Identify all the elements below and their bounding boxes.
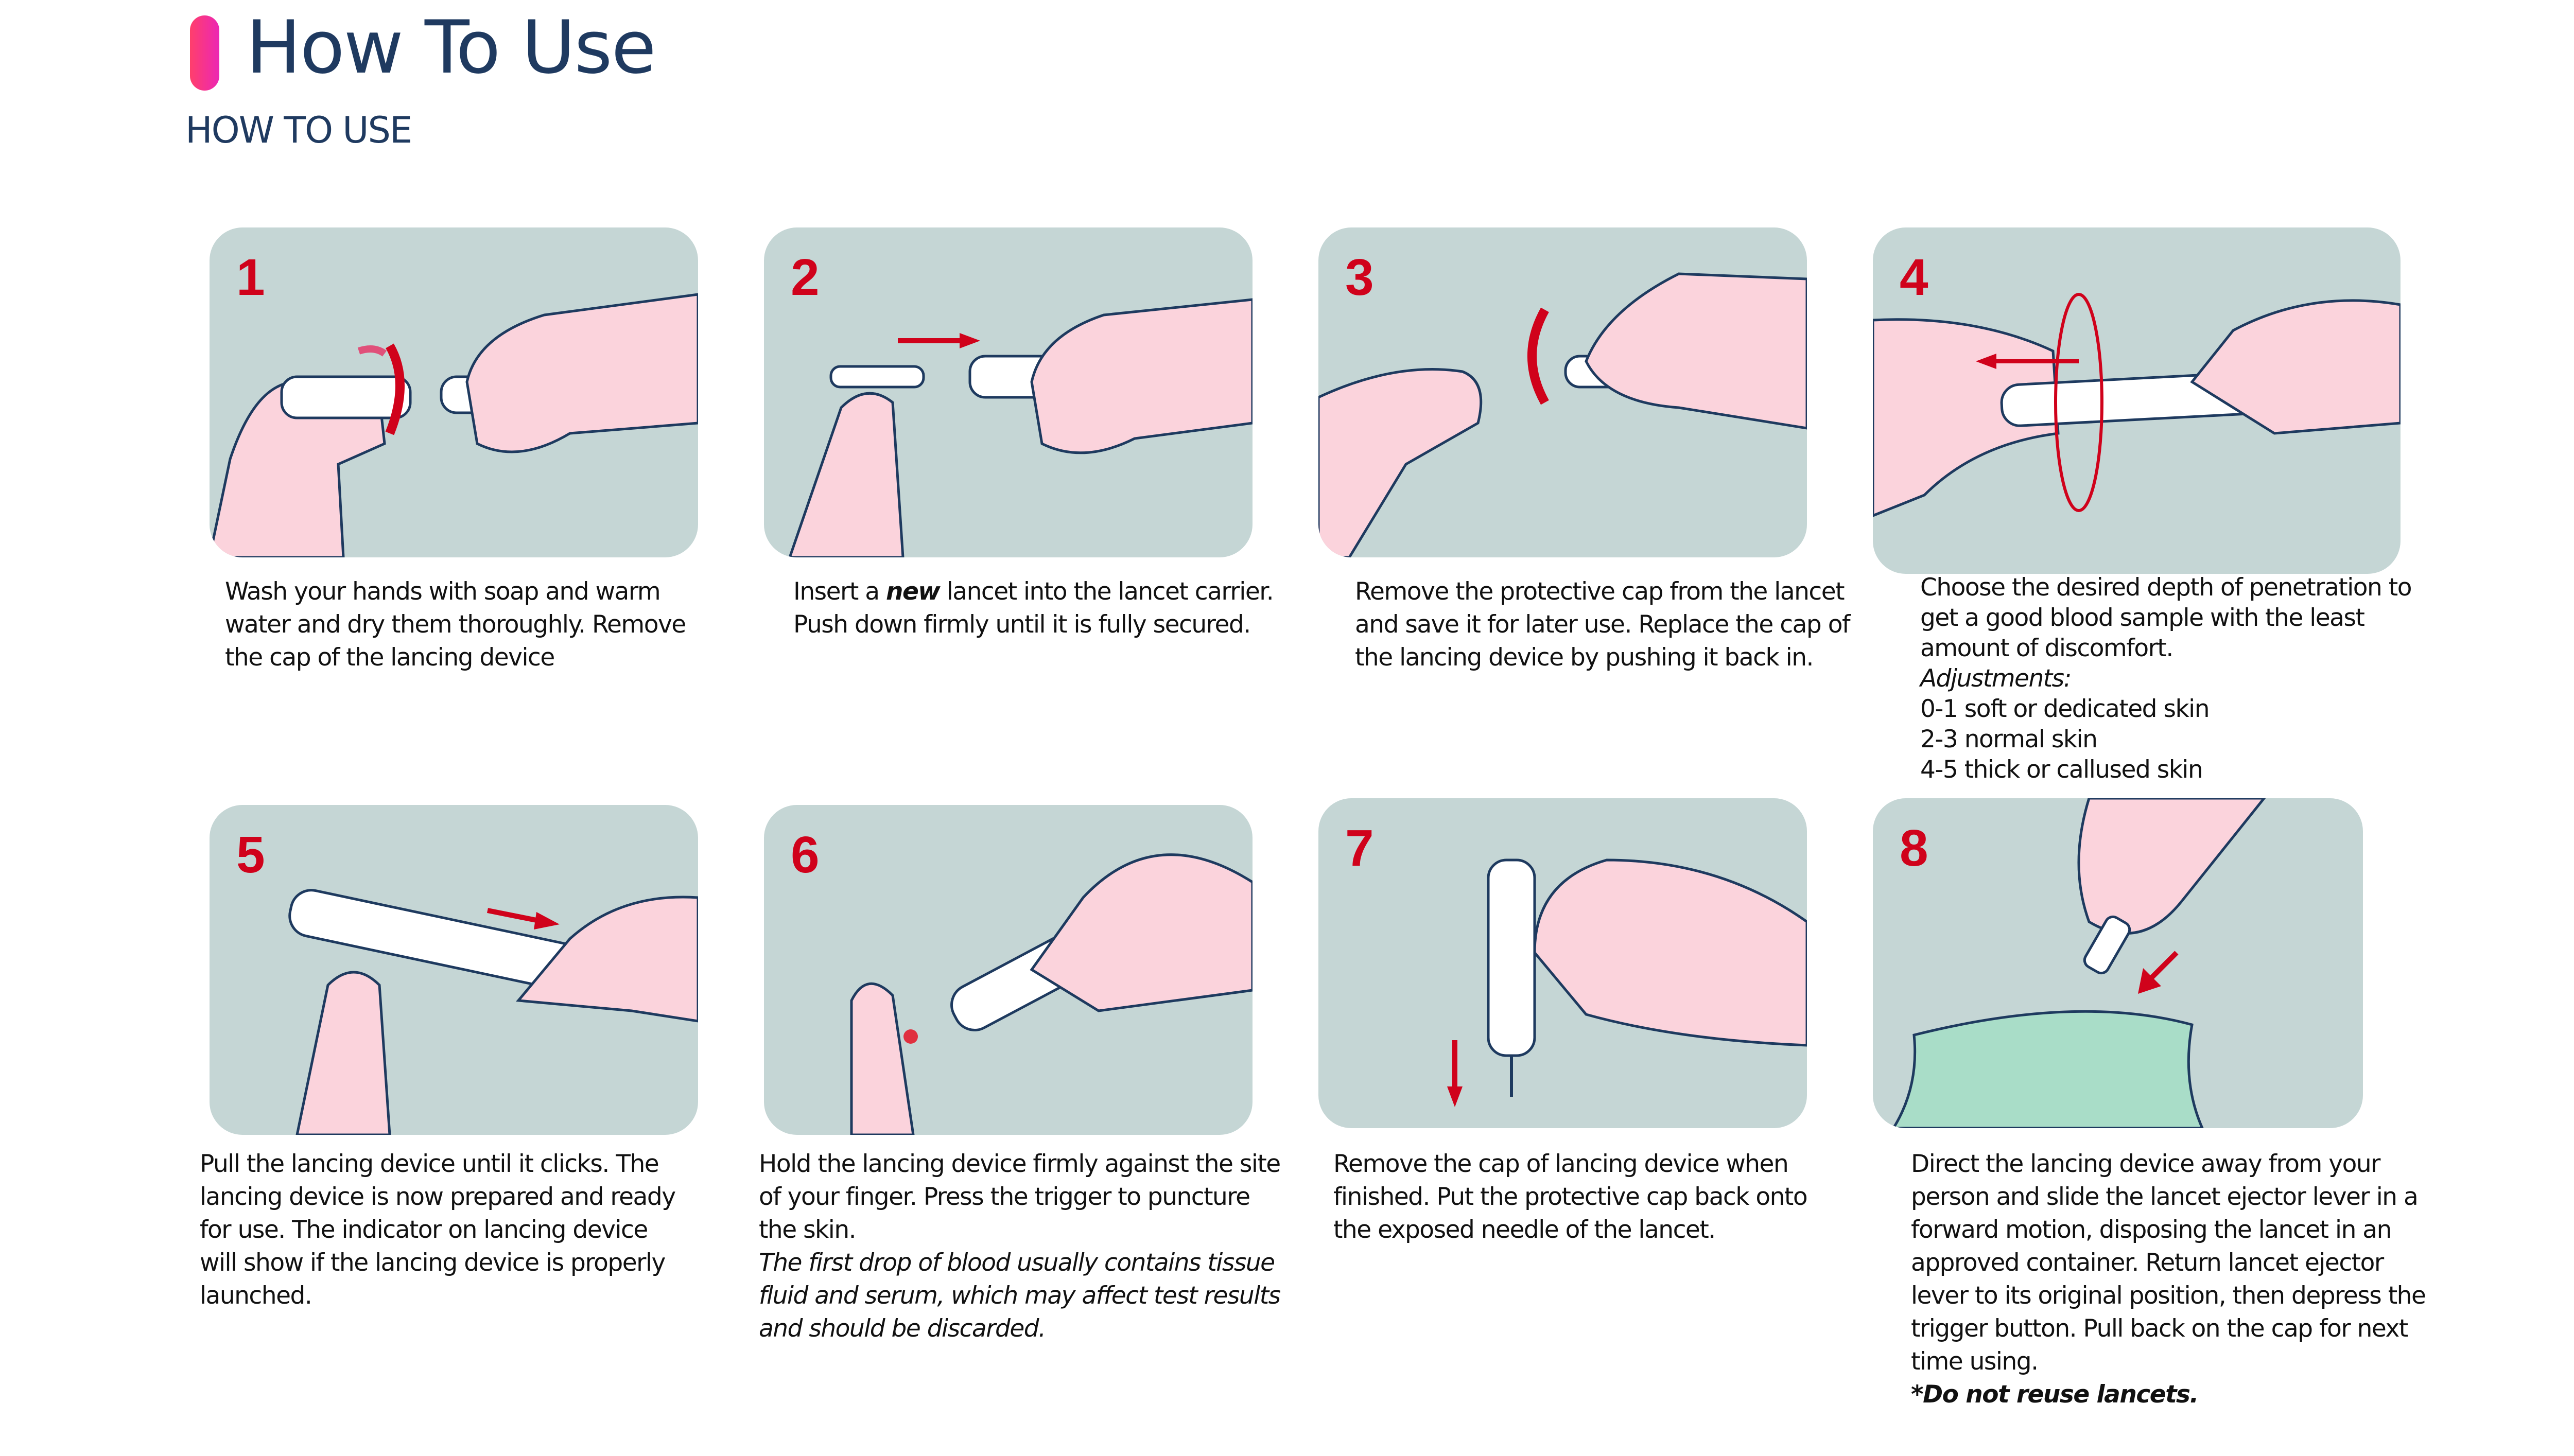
adjustment-item: 2-3 normal skin: [1920, 725, 2098, 753]
hands-removing-lancet-cap-icon: [1318, 272, 1807, 557]
text-line: lever to its original position, then dep…: [1911, 1282, 2426, 1310]
page-subtitle: HOW TO USE: [185, 109, 412, 151]
disposing-lancet-container-icon: [1892, 798, 2266, 1128]
adjustments-label: Adjustments:: [1920, 664, 2072, 693]
step-7-illustration: 7: [1318, 798, 1807, 1128]
text-line: of your finger. Press the trigger to pun…: [759, 1183, 1250, 1211]
text-segment: Insert a: [793, 577, 886, 606]
step-1-description: Wash your hands with soap and warm water…: [225, 575, 686, 674]
step-number: 4: [1900, 249, 1928, 306]
text-line: Wash your hands with soap and warm: [225, 577, 661, 606]
step-4-illustration: 4: [1873, 227, 2401, 574]
hands-adjusting-depth-icon: [1873, 293, 2401, 517]
text-line: get a good blood sample with the least: [1920, 604, 2365, 632]
step-number: 6: [791, 826, 820, 884]
text-line: and save it for later use. Replace the c…: [1355, 610, 1851, 639]
step-3-description: Remove the protective cap from the lance…: [1355, 575, 1851, 674]
step-4-description: Choose the desired depth of penetration …: [1920, 572, 2412, 785]
step-8-illustration: 8: [1873, 798, 2363, 1128]
step-6-description: Hold the lancing device firmly against t…: [759, 1148, 1281, 1345]
adjustment-item: 4-5 thick or callused skin: [1920, 756, 2203, 784]
step-number: 8: [1900, 819, 1928, 877]
text-line: Direct the lancing device away from your: [1911, 1150, 2380, 1178]
text-line: time using.: [1911, 1347, 2039, 1376]
note-line: and should be discarded.: [759, 1314, 1046, 1343]
step-5-description: Pull the lancing device until it clicks.…: [200, 1148, 676, 1312]
emphasis-new: new: [886, 577, 941, 606]
text-line: Push down firmly until it is fully secur…: [793, 610, 1251, 639]
step-number: 1: [236, 249, 265, 306]
text-line: the skin.: [759, 1216, 857, 1244]
note-line: The first drop of blood usually contains…: [759, 1249, 1275, 1277]
page-title: How To Use: [246, 5, 656, 90]
text-line: will show if the lancing device is prope…: [200, 1249, 666, 1277]
hand-recapping-lancet-icon: [1447, 858, 1807, 1107]
text-line: water and dry them thoroughly. Remove: [225, 610, 686, 639]
text-line: person and slide the lancet ejector leve…: [1911, 1183, 2419, 1211]
hands-priming-device-icon: [288, 889, 698, 1135]
text-line: trigger button. Pull back on the cap for…: [1911, 1314, 2408, 1343]
step-1-illustration: 1: [210, 227, 698, 557]
step-3-illustration: 3: [1318, 227, 1807, 557]
text-line: finished. Put the protective cap back on…: [1333, 1183, 1808, 1211]
text-line: approved container. Return lancet ejecto…: [1911, 1249, 2384, 1277]
warning-text: *Do not reuse lancets.: [1911, 1380, 2199, 1409]
text-line: launched.: [200, 1282, 312, 1310]
text-line: the exposed needle of the lancet.: [1333, 1216, 1716, 1244]
text-segment: lancet into the lancet carrier.: [940, 577, 1274, 606]
text-line: Remove the protective cap from the lance…: [1355, 577, 1845, 606]
text-line: Hold the lancing device firmly against t…: [759, 1150, 1281, 1178]
adjustment-item: 0-1 soft or dedicated skin: [1920, 695, 2210, 723]
text-line: Remove the cap of lancing device when: [1333, 1150, 1789, 1178]
hands-removing-cap-icon: [210, 293, 698, 557]
text-line: for use. The indicator on lancing device: [200, 1216, 648, 1244]
hands-inserting-lancet-icon: [788, 298, 1253, 557]
step-number: 5: [236, 826, 265, 884]
step-2-illustration: 2: [764, 227, 1253, 557]
text-line: Pull the lancing device until it clicks.…: [200, 1150, 659, 1178]
step-5-illustration: 5: [210, 805, 698, 1135]
step-number: 3: [1345, 249, 1374, 306]
text-line: amount of discomfort.: [1920, 634, 2173, 662]
note-line: fluid and serum, which may affect test r…: [759, 1282, 1281, 1310]
step-number: 7: [1345, 819, 1374, 877]
text-line: forward motion, disposing the lancet in …: [1911, 1216, 2392, 1244]
hand-puncturing-finger-icon: [850, 853, 1253, 1135]
step-6-illustration: 6: [764, 805, 1253, 1135]
text-line: the cap of the lancing device: [225, 643, 555, 672]
step-number: 2: [791, 249, 820, 306]
text-line: Choose the desired depth of penetration …: [1920, 573, 2412, 602]
step-2-description: Insert a new lancet into the lancet carr…: [793, 575, 1274, 641]
text-line: the lancing device by pushing it back in…: [1355, 643, 1814, 672]
text-line: Insert a new lancet into the lancet carr…: [793, 575, 1274, 608]
text-line: lancing device is now prepared and ready: [200, 1183, 676, 1211]
step-8-description: Direct the lancing device away from your…: [1911, 1148, 2426, 1411]
step-7-description: Remove the cap of lancing device when fi…: [1333, 1148, 1808, 1247]
title-accent-bar: [190, 15, 219, 91]
